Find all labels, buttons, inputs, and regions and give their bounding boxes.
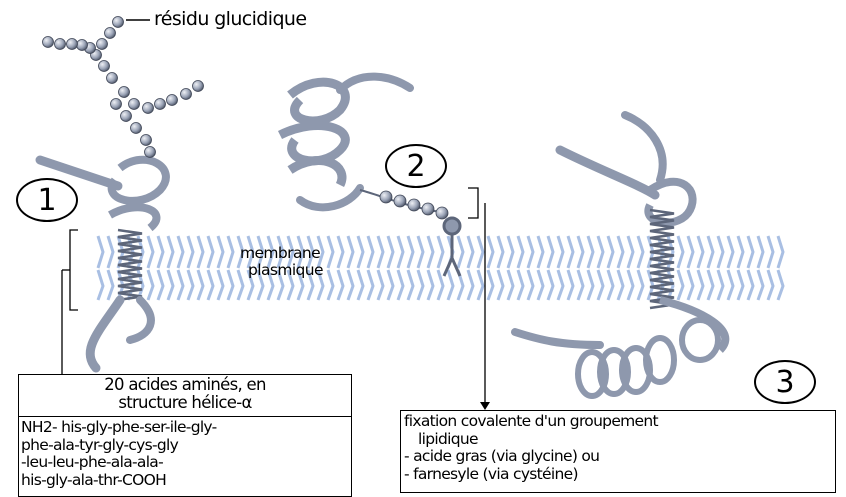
sequence-line: -leu-leu-phe-ala-ala- bbox=[21, 454, 351, 472]
sequence-line: NH2- his-gly-phe-ser-ile-gly- bbox=[21, 419, 351, 437]
glycan-bead bbox=[121, 111, 132, 122]
glycan-bead bbox=[141, 135, 152, 146]
arrow-head bbox=[480, 402, 490, 410]
amino-acid-header-line2: structure hélice-α bbox=[19, 394, 351, 412]
marker-3: 3 bbox=[754, 360, 816, 404]
glycan-bead bbox=[113, 17, 124, 28]
anchor-bead bbox=[408, 199, 420, 211]
glycan-bead bbox=[145, 147, 156, 158]
anchor-bead bbox=[436, 207, 448, 219]
amino-acid-box: 20 acides aminés, en structure hélice-α … bbox=[18, 374, 352, 497]
bracket-2 bbox=[468, 188, 478, 218]
bracket-1 bbox=[70, 230, 78, 310]
glycan-bead bbox=[143, 103, 154, 114]
residu-label: résidu glucidique bbox=[154, 10, 306, 28]
marker-2: 2 bbox=[385, 144, 447, 188]
glycan-chain bbox=[43, 17, 204, 158]
glycan-bead bbox=[97, 39, 108, 50]
glycan-bead bbox=[43, 37, 54, 48]
lipid-anchor-line: lipidique bbox=[404, 431, 835, 449]
anchor-bead bbox=[422, 203, 434, 215]
glycan-bead bbox=[167, 95, 178, 106]
glycan-bead bbox=[129, 99, 140, 110]
glycan-bead bbox=[155, 99, 166, 110]
glycan-bead bbox=[55, 39, 66, 50]
amino-acid-header-line1: 20 acides aminés, en bbox=[19, 376, 351, 394]
glycan-bead bbox=[111, 99, 122, 110]
glycan-bead bbox=[181, 89, 192, 100]
lipid-anchor-line: fixation covalente d'un groupement bbox=[404, 413, 835, 431]
glycan-bead bbox=[77, 40, 88, 51]
glycan-bead bbox=[107, 73, 118, 84]
amino-acid-sequence: NH2- his-gly-phe-ser-ile-gly- phe-ala-ty… bbox=[19, 417, 351, 489]
membrane-label-line1: membrane bbox=[240, 244, 320, 262]
anchor-bead bbox=[394, 195, 406, 207]
lipid-anchor-box: fixation covalente d'un groupement lipid… bbox=[400, 410, 836, 493]
glycan-bead bbox=[131, 123, 142, 134]
sequence-line: his-gly-ala-thr-COOH bbox=[21, 472, 351, 490]
lipid-anchor-line: - acide gras (via glycine) ou bbox=[404, 448, 835, 466]
lipid-anchor-line: - farnesyle (via cystéine) bbox=[404, 466, 835, 484]
glycan-bead bbox=[119, 87, 130, 98]
glycan-bead bbox=[99, 61, 110, 72]
membrane-bilayer bbox=[95, 234, 785, 302]
glycan-bead bbox=[193, 81, 204, 92]
glycan-bead bbox=[67, 39, 78, 50]
sequence-line: phe-ala-tyr-gly-cys-gly bbox=[21, 437, 351, 455]
glycan-bead bbox=[105, 28, 116, 39]
marker-1: 1 bbox=[16, 178, 78, 222]
amino-acid-header: 20 acides aminés, en structure hélice-α bbox=[19, 375, 351, 417]
membrane-label-line2: plasmique bbox=[248, 261, 323, 279]
anchor-bead bbox=[380, 191, 392, 203]
lipid-anchor-beads bbox=[380, 191, 448, 219]
